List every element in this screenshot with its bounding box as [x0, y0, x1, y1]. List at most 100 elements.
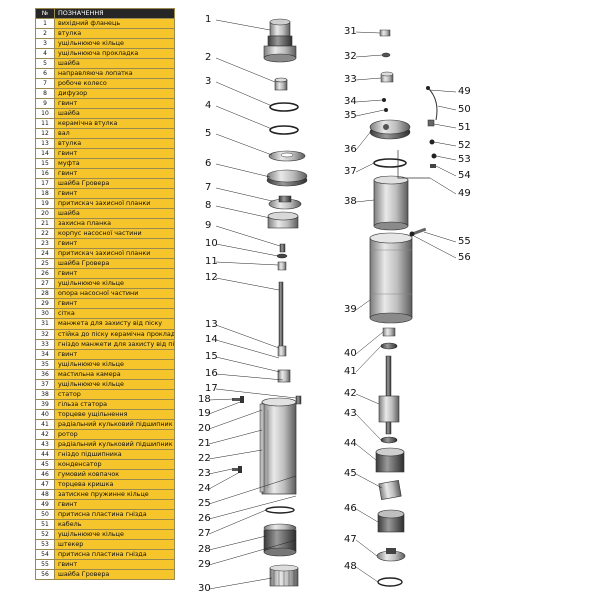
leader-line [355, 539, 378, 557]
callout-number: 52 [458, 140, 471, 151]
callout-number: 37 [344, 166, 357, 177]
callout-number: 54 [458, 170, 471, 181]
callout-number: 53 [458, 154, 471, 165]
part-31-sand-cuff [379, 29, 391, 37]
part-10-washer [276, 253, 288, 259]
leader-line [215, 243, 279, 257]
callout-number: 16 [205, 368, 218, 379]
callout-number: 31 [344, 26, 357, 37]
leader-line [355, 99, 383, 103]
leader-line [355, 413, 382, 441]
part-11-ceramic-bushing [277, 261, 287, 271]
callout-number: 19 [198, 408, 211, 419]
part-47-end-cover [376, 548, 406, 562]
part-22-pump-housing [259, 397, 297, 495]
callout-number: 3 [205, 76, 211, 87]
callout-number: 7 [205, 182, 211, 193]
leader-line [215, 388, 297, 399]
leader-line [355, 129, 373, 151]
leader-line [433, 123, 457, 129]
part-49-54-cable-assembly [397, 86, 438, 179]
part-4-seal-gasket [269, 125, 299, 135]
callout-number: 39 [344, 304, 357, 315]
callout-labels: 1234567891011121314151617181920212223242… [198, 14, 471, 594]
part-27-seal-ring [265, 506, 295, 514]
callout-number: 48 [344, 561, 357, 572]
callout-number: 23 [198, 468, 211, 479]
part-8-diffuser [267, 211, 299, 229]
callout-number: 26 [198, 513, 211, 524]
part-1-outlet-flange [263, 18, 297, 63]
leader-line [208, 449, 263, 460]
leader-line [355, 566, 379, 583]
part-6-guide-vane [266, 169, 308, 187]
leader-line [208, 471, 241, 490]
part-30-strainer [269, 564, 299, 587]
callout-number: 40 [344, 348, 357, 359]
leader-line [215, 373, 284, 381]
callout-number: 28 [198, 544, 211, 555]
leader-line [355, 77, 382, 81]
callout-number: 36 [344, 144, 357, 155]
leader-line [215, 356, 281, 373]
leader-line [433, 141, 457, 147]
legend-name: шайба Гровера [54, 568, 175, 580]
callout-number: 51 [458, 122, 471, 133]
part-48-snap-ring [377, 577, 403, 587]
leader-line [355, 299, 371, 311]
leader-line [215, 81, 273, 107]
leader-line [435, 165, 457, 177]
callout-number: 34 [344, 96, 357, 107]
leader-line [355, 331, 384, 355]
part-13-bushing [277, 345, 287, 357]
leader-line [208, 535, 267, 551]
leader-line [215, 339, 280, 359]
part-46-rubber-cap [377, 509, 405, 533]
part-38-stator [373, 175, 409, 231]
callout-number: 38 [344, 196, 357, 207]
leader-line [215, 324, 280, 349]
callout-number: 4 [205, 100, 211, 111]
callout-number: 10 [205, 238, 218, 249]
part-9-screw [279, 243, 286, 253]
leader-line [208, 398, 235, 401]
callout-number: 20 [198, 423, 211, 434]
part-37-seal-ring [373, 158, 407, 168]
part-3-seal-ring [269, 102, 299, 112]
leader-line [215, 225, 281, 247]
part-2-bushing [274, 77, 288, 91]
leader-line [208, 475, 297, 505]
callout-number: 30 [198, 583, 211, 594]
callout-number: 6 [205, 158, 211, 169]
callout-number: 1 [205, 14, 211, 25]
part-5-washer [268, 150, 306, 162]
callout-number: 13 [205, 319, 218, 330]
callout-number: 18 [198, 394, 211, 405]
leader-line [208, 409, 263, 430]
leader-line [423, 231, 457, 243]
callout-number: 33 [344, 74, 357, 85]
callout-number: 32 [344, 51, 357, 62]
part-40-mechanical-seal [382, 327, 396, 337]
callout-number: 11 [205, 256, 218, 267]
leader-line [208, 509, 267, 535]
callout-number: 8 [205, 200, 211, 211]
leader-line [215, 277, 280, 291]
part-45-capacitor [378, 480, 402, 500]
callout-number: 22 [198, 453, 211, 464]
callout-number: 21 [198, 438, 211, 449]
callout-number: 12 [205, 272, 218, 283]
callout-number: 27 [198, 528, 211, 539]
part-17-lock-washer [295, 395, 302, 405]
callout-number: 43 [344, 408, 357, 419]
callout-number: 49 [458, 188, 471, 199]
part-32-ceramic-gasket [381, 52, 391, 58]
callout-number: 29 [198, 559, 211, 570]
callout-number: 45 [344, 468, 357, 479]
part-12-shaft [278, 281, 284, 353]
part-28-pump-support [263, 523, 297, 557]
callout-number: 5 [205, 128, 211, 139]
part-55-56-screw-washer [409, 227, 427, 237]
leader-line [355, 473, 383, 489]
